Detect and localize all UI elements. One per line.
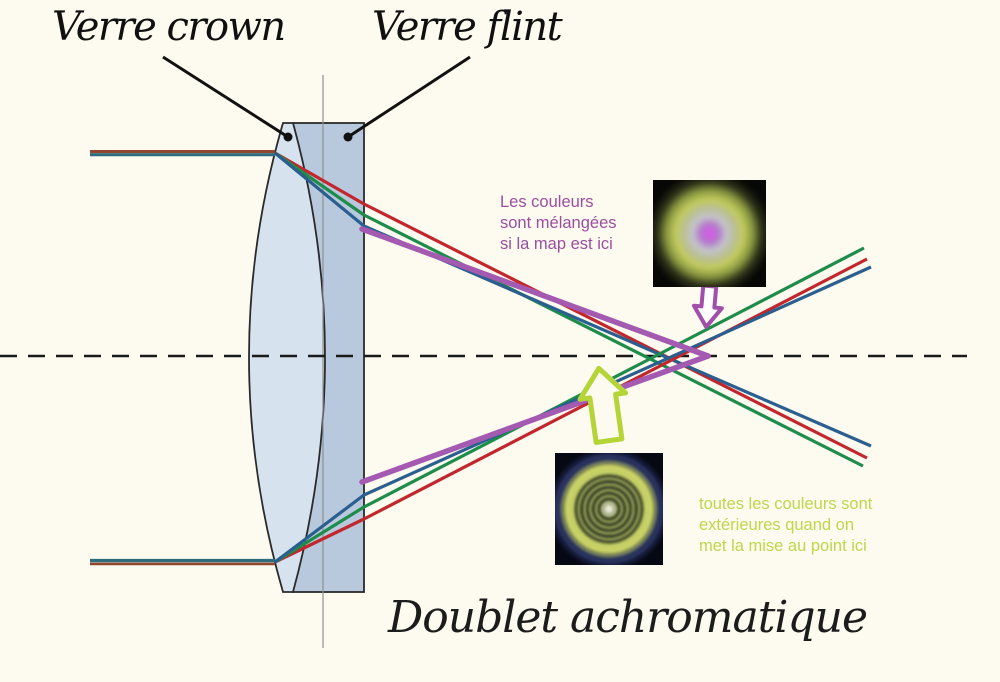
ray-green-top — [274, 151, 864, 468]
crown-pointer-line — [162, 55, 289, 139]
note-line: toutes les couleurs sont — [699, 495, 873, 513]
ray-blue-top — [273, 151, 872, 448]
defocus-rings-image — [555, 453, 663, 565]
crown-glass-label: Verre crown — [52, 4, 286, 50]
ray-red-top — [274, 151, 868, 460]
mixed-colors-note: Les couleurs sont mélangées si la map es… — [500, 192, 617, 255]
note-line: sont mélangées — [500, 214, 617, 232]
flint-glass-label: Verre flint — [372, 4, 563, 50]
defocus-blob-texture — [653, 180, 766, 287]
defocus-blob-image — [653, 180, 766, 287]
page-title: Doublet achromatique — [388, 592, 868, 643]
note-line: extérieures quand on — [699, 516, 855, 534]
crown-pointer-dot — [283, 132, 293, 142]
exterior-colors-note: toutes les couleurs sont extérieures qua… — [699, 494, 872, 557]
down-arrow-icon — [691, 283, 724, 329]
note-line: Les couleurs — [500, 193, 594, 211]
ray-green-bottom — [274, 246, 865, 564]
ray-blue-bottom — [274, 265, 872, 564]
ray-purple-bottom — [359, 353, 711, 485]
flint-pointer-dot — [343, 132, 353, 142]
defocus-rings-texture — [555, 453, 663, 565]
crown-glass-shape — [248, 122, 326, 593]
note-line: si la map est ici — [500, 235, 613, 253]
ray-purple-top — [359, 226, 711, 359]
note-line: met la mise au point ici — [699, 537, 867, 555]
up-arrow-icon — [577, 365, 629, 445]
flint-pointer-line — [347, 55, 471, 139]
